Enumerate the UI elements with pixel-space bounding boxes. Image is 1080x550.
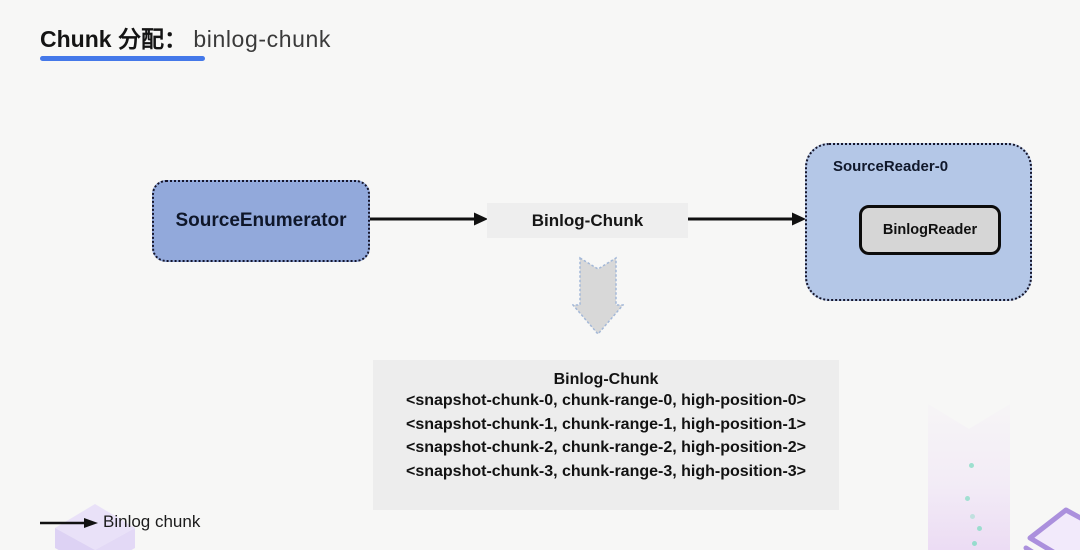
title-underline — [40, 56, 205, 61]
decor-gradient-band — [928, 404, 1010, 550]
binlog-chunk-bar: Binlog-Chunk — [487, 203, 688, 238]
decor-dot — [969, 463, 974, 468]
detail-box-title: Binlog-Chunk — [553, 371, 659, 388]
decor-dot — [977, 526, 982, 531]
page-title-topic: binlog-chunk — [193, 26, 331, 52]
page-title: Chunk 分配： binlog-chunk — [40, 20, 331, 54]
chunk-line: <snapshot-chunk-1, chunk-range-1, high-p… — [405, 415, 807, 433]
source-reader-label: SourceReader-0 — [833, 158, 949, 175]
block-arrow-down-icon — [572, 256, 624, 336]
source-enumerator-node: SourceEnumerator — [152, 180, 370, 262]
chunk-line: <snapshot-chunk-2, chunk-range-2, high-p… — [405, 439, 807, 456]
chunk-line: <snapshot-chunk-0, chunk-range-0, high-p… — [405, 392, 807, 409]
binlog-chunk-detail-box: Binlog-Chunk <snapshot-chunk-0, chunk-ra… — [373, 360, 839, 510]
arrow-right-icon — [688, 212, 806, 226]
decor-dot — [972, 541, 977, 546]
purple-cube-icon — [55, 504, 135, 550]
chunk-line: <snapshot-chunk-3, chunk-range-3, high-p… — [405, 462, 807, 480]
binlog-reader-node: BinlogReader — [859, 205, 1001, 255]
page-title-keyword: Chunk 分配： — [40, 26, 187, 52]
legend-arrow-icon — [40, 518, 98, 528]
decor-dot — [970, 514, 975, 519]
decor-dot — [965, 496, 970, 501]
purple-stack-icon — [1023, 507, 1080, 550]
arrow-right-icon — [370, 212, 488, 226]
source-reader-node: SourceReader-0 BinlogReader — [805, 143, 1032, 301]
legend-label: Binlog chunk — [103, 512, 201, 531]
